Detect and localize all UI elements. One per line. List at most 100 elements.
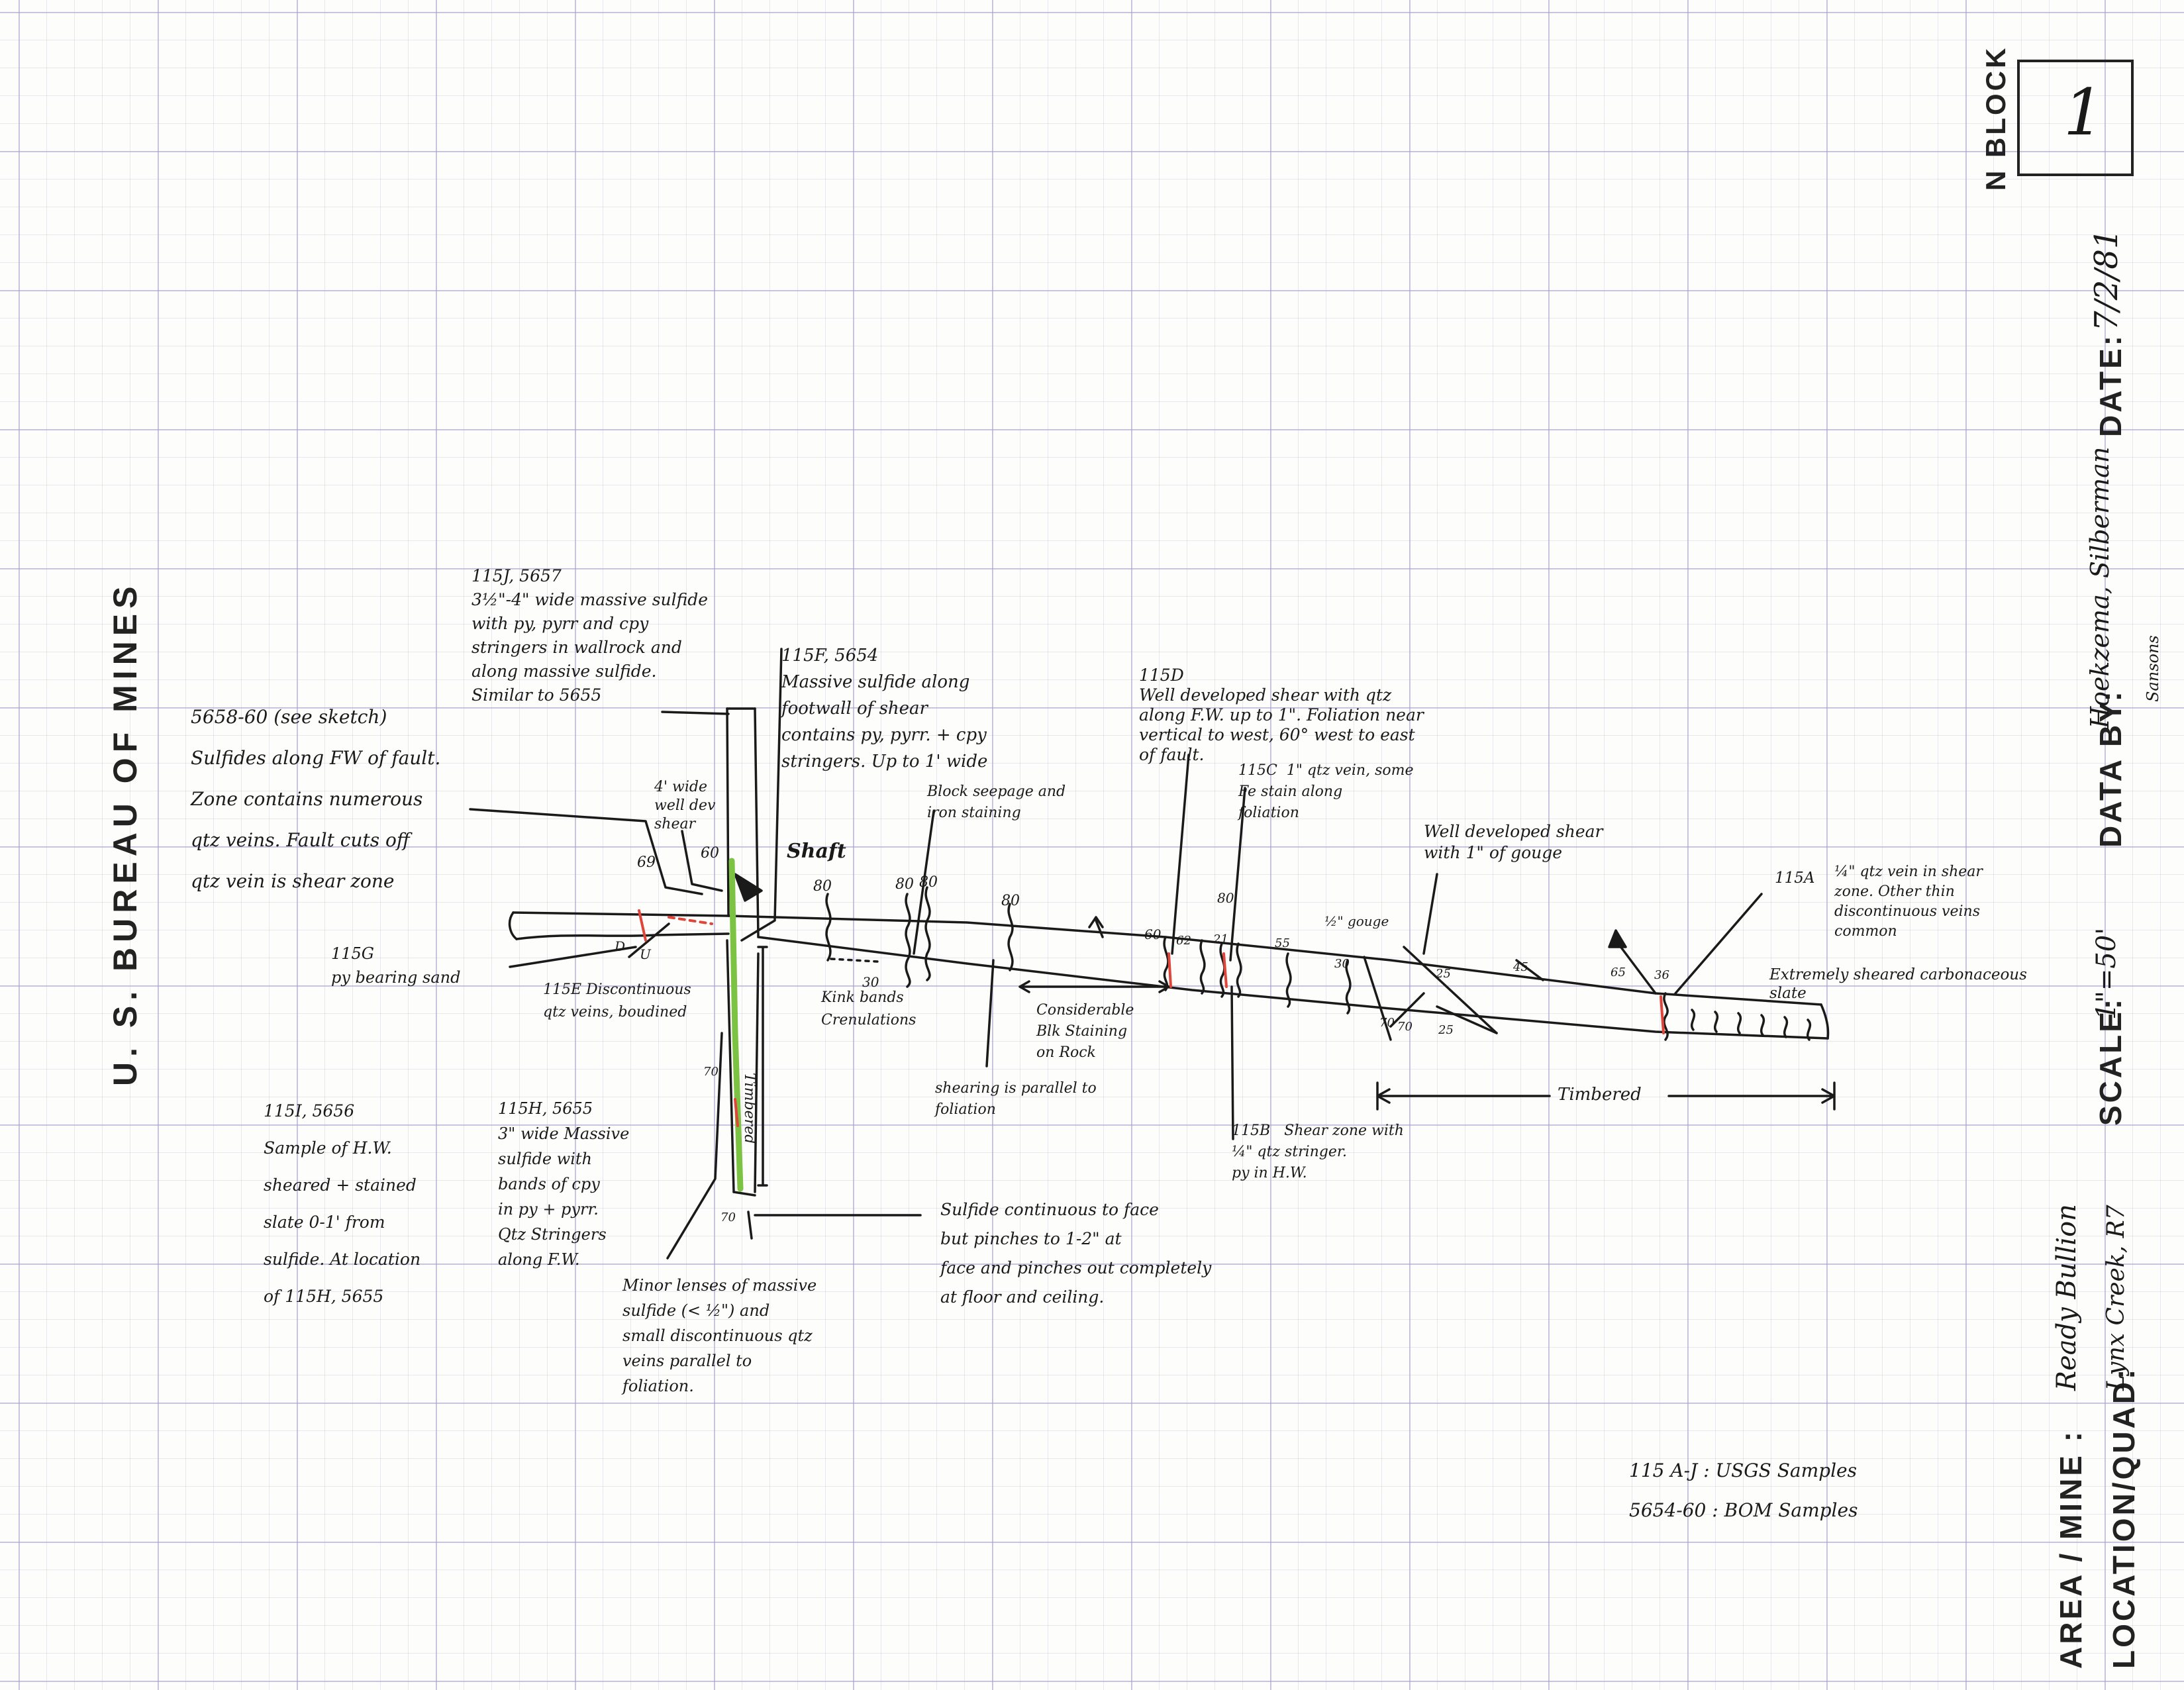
note-115A-label: 115A xyxy=(1775,870,1815,887)
note-115B: 115B Shear zone with ¼" qtz stringer. py… xyxy=(1232,1122,1404,1181)
winze-east-wall xyxy=(754,952,760,1193)
timbered-arrow-h xyxy=(1376,1081,1836,1111)
shear-60 xyxy=(1163,936,1169,991)
sample-5658 xyxy=(668,916,713,925)
area-label: AREA / MINE : xyxy=(2054,1428,2088,1669)
dip-label: 70 xyxy=(1397,1020,1413,1034)
n-block-box: 1 xyxy=(2017,60,2134,176)
dip-label: 70 xyxy=(720,1211,736,1224)
fault-gouge xyxy=(1363,956,1392,1041)
drift-west-floor xyxy=(515,932,730,940)
fault-70 xyxy=(1389,992,1425,1028)
dip-label: 80 xyxy=(919,874,938,891)
slate-hatch xyxy=(1690,1009,1812,1041)
drift-west-wall xyxy=(512,911,730,917)
leader-minor xyxy=(747,1211,753,1240)
shear-80c xyxy=(924,886,931,981)
dip-label: 25 xyxy=(1436,967,1451,981)
n-block-value: 1 xyxy=(2063,75,2105,150)
drift-south-wall xyxy=(757,936,1829,1040)
winze-west-wall xyxy=(726,939,735,1193)
dip-label: 80 xyxy=(1217,890,1234,906)
sample-115A xyxy=(1660,995,1665,1034)
note-115J: 115J, 5657 3½"-4" wide massive sulfide w… xyxy=(472,566,709,705)
area-value: Ready Bullion xyxy=(2052,1204,2082,1391)
leader-well-gouge xyxy=(1422,873,1438,955)
shaft-symbol xyxy=(734,873,763,902)
note-bom-samples: 5654-60 : BOM Samples xyxy=(1629,1499,1858,1521)
dip-label: 80 xyxy=(1001,893,1020,909)
leader-115B xyxy=(1230,985,1234,1140)
dip-label: 45 xyxy=(1513,960,1528,974)
leader-115F xyxy=(740,648,783,942)
leader-115G xyxy=(509,946,637,968)
location-label: LOCATION/QUAD: xyxy=(2107,1366,2141,1669)
leader-4wide xyxy=(681,830,723,892)
note-115D: 115D Well developed shear with qtz along… xyxy=(1139,666,1424,764)
shear-55 xyxy=(1285,952,1292,1008)
sample-115H xyxy=(734,1098,739,1127)
note-115H: 115H, 5655 3" wide Massive sulfide with … xyxy=(498,1099,630,1269)
note-timbered-vertical: Timbered xyxy=(741,1073,758,1144)
shear-30b xyxy=(1345,959,1352,1015)
fault-25b xyxy=(1436,1005,1498,1034)
fault-down-label: D xyxy=(615,938,626,954)
dip-label: 30 xyxy=(1334,957,1350,971)
sample-115G xyxy=(638,909,647,942)
dip-symbol-65 xyxy=(1608,929,1627,948)
shear-80a xyxy=(825,893,832,962)
leader-5658 xyxy=(469,808,703,895)
dip-label: 30 xyxy=(862,974,879,990)
fault-65 xyxy=(1614,939,1657,995)
leader-shearing xyxy=(985,959,995,1068)
leader-115E xyxy=(628,922,670,958)
sample-115C xyxy=(1222,952,1228,988)
shear-36 xyxy=(1663,992,1669,1041)
shear-80e xyxy=(1236,942,1242,998)
sample-115D xyxy=(1167,952,1172,988)
shear-62 xyxy=(1199,939,1206,995)
data-by-value-2: Sansons xyxy=(2144,635,2162,702)
note-half-gouge: ½" gouge xyxy=(1324,913,1389,929)
note-115A: ¼" qtz vein in shear zone. Other thin di… xyxy=(1834,864,1983,940)
note-sulfide-continuous: Sulfide continuous to face but pinches t… xyxy=(940,1200,1212,1307)
drift-face xyxy=(1820,1003,1830,1040)
note-well-gouge: Well developed shear with 1" of gouge xyxy=(1424,822,1603,862)
raise-west-wall xyxy=(726,707,730,917)
leader-block xyxy=(913,810,935,955)
note-115E: 115E Discontinuous qtz veins, boudined xyxy=(543,981,691,1020)
date-value: 7/2/81 xyxy=(2088,228,2125,332)
dip-label: 60 xyxy=(1144,926,1162,942)
dip-label: 60 xyxy=(701,845,719,862)
note-4-wide: 4' wide well dev shear xyxy=(654,779,716,832)
leader-115C xyxy=(1229,787,1246,962)
dip-label: 80 xyxy=(813,878,832,895)
dip-label: 69 xyxy=(637,854,656,871)
date-label: DATE: xyxy=(2093,332,2128,437)
note-shaft: Shaft xyxy=(787,840,846,863)
note-115I: 115I, 5656 Sample of H.W. sheared + stai… xyxy=(264,1101,421,1306)
note-considerable: Considerable Blk Staining on Rock xyxy=(1036,1002,1134,1061)
leader-115A xyxy=(1674,893,1763,995)
dip-label: 55 xyxy=(1275,936,1290,950)
winze-bottom xyxy=(732,1191,756,1197)
timbered-bracket-v xyxy=(757,946,768,1187)
kink-arrow xyxy=(830,958,879,963)
dip-label: 70 xyxy=(1379,1016,1395,1030)
note-115C: 115C 1" qtz vein, some Fe stain along fo… xyxy=(1238,762,1414,821)
shear-80d xyxy=(1007,903,1014,971)
data-by-value: Hoekzema, Silberman xyxy=(2085,446,2114,728)
note-kink-bands: Kink bands Crenulations xyxy=(821,989,917,1028)
fault-45 xyxy=(1515,959,1544,981)
note-115F: 115F, 5654 Massive sulfide along footwal… xyxy=(781,646,988,771)
location-value: Lynx Creek, R7 xyxy=(2103,1205,2130,1391)
note-usgs-samples: 115 A-J : USGS Samples xyxy=(1629,1460,1857,1481)
note-5658-60: 5658-60 (see sketch) Sulfides along FW o… xyxy=(191,706,441,892)
n-block-label: N BLOCK xyxy=(1980,45,2011,191)
org-title: U. S. BUREAU OF MINES xyxy=(107,581,144,1086)
shear-80b xyxy=(905,893,911,988)
shear-21 xyxy=(1219,942,1226,998)
dip-label: 70 xyxy=(703,1065,719,1079)
note-extremely-sheared: Extremely sheared carbonaceous slate xyxy=(1769,966,2027,1002)
